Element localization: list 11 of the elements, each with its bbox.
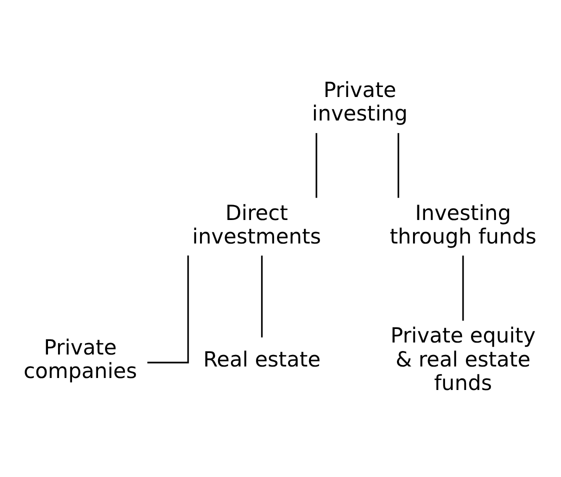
connector (398, 133, 400, 198)
node-text: Direct investments (192, 200, 322, 248)
node-text: Private investing (312, 78, 408, 126)
connector (316, 133, 318, 198)
connector (462, 256, 464, 321)
connector (147, 256, 189, 364)
node-text: Private equity & real estate funds (390, 324, 536, 395)
connector (261, 256, 263, 338)
node-text: Investing through funds (390, 200, 536, 248)
node-text: Private companies (24, 335, 138, 383)
node-text: Real estate (203, 347, 321, 372)
